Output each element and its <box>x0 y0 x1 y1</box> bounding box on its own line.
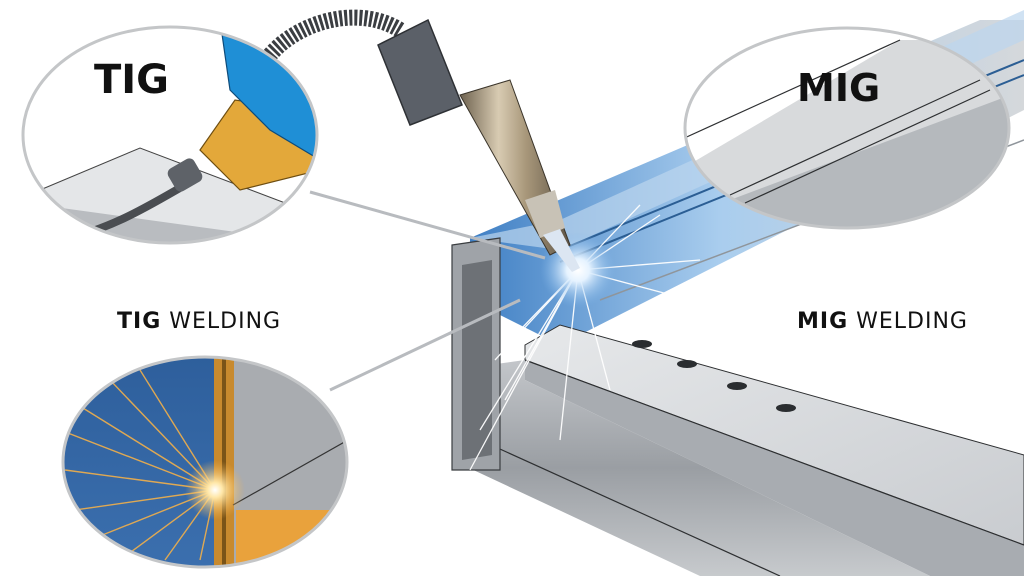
slot-hole <box>632 340 652 348</box>
slot-hole <box>776 404 796 412</box>
tig-welding-label: TIG WELDING <box>117 309 281 334</box>
mig-torch <box>263 9 580 272</box>
mig-magnifier: MIG <box>683 26 1011 230</box>
mig-welding-label-regular: WELDING <box>856 309 968 334</box>
slot-hole <box>727 382 747 390</box>
mig-callout-title: MIG <box>797 66 880 110</box>
slot-hole <box>677 360 697 368</box>
tig-sparks-magnifier <box>61 355 349 569</box>
mig-welding-label-bold: MIG <box>797 309 849 334</box>
tig-welding-label-regular: WELDING <box>169 309 282 334</box>
callout-connector <box>309 190 546 260</box>
tig-callout-title: TIG <box>94 57 169 103</box>
tig-welding-label-bold: TIG <box>117 309 162 334</box>
callout-connector <box>329 298 521 392</box>
mig-welding-label: MIG WELDING <box>797 309 968 334</box>
